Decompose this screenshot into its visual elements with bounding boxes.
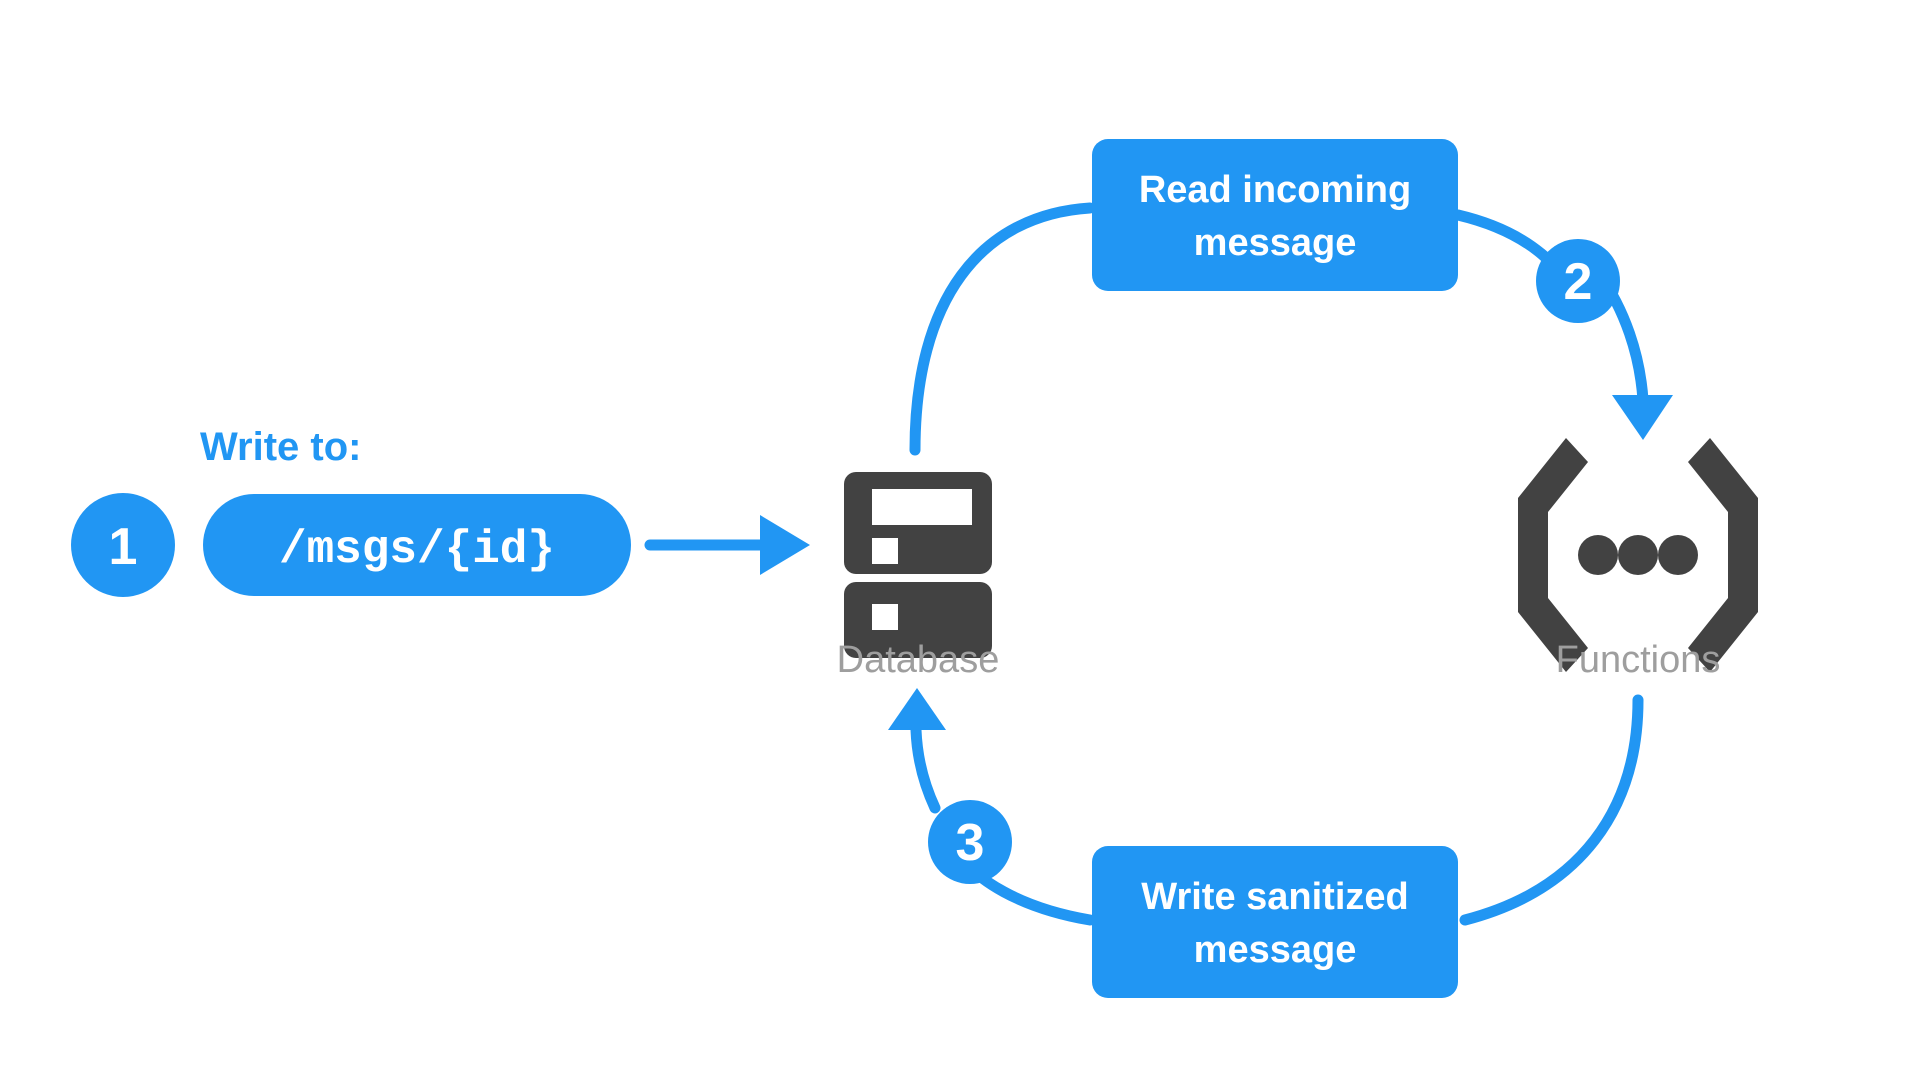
step-badge-3[interactable]: 3 [928, 800, 1012, 884]
badge-number: 3 [956, 814, 985, 872]
database-icon [844, 472, 992, 658]
box-label-line-1: Read incoming [1139, 169, 1411, 211]
pill-path-text: /msgs/{id} [279, 524, 555, 576]
database-upper-bar [872, 489, 972, 525]
badge-number: 1 [109, 518, 138, 576]
functions-brackets-icon [1518, 438, 1758, 672]
write-to-label: Write to: [200, 425, 361, 469]
step-badge-1[interactable]: 1 [71, 493, 175, 597]
arrow-functions-to-write-box [1459, 694, 1644, 926]
box-background [1092, 139, 1458, 291]
database-caption: Database [837, 639, 1000, 681]
arrow-write-box-to-database [888, 688, 1096, 926]
database-upper-led [872, 538, 898, 564]
node-functions[interactable]: Functions [1518, 438, 1758, 681]
step-badge-2[interactable]: 2 [1536, 239, 1620, 323]
arrow-path-to-database [644, 515, 810, 575]
dot-3 [1658, 535, 1698, 575]
path-pill[interactable]: /msgs/{id} [203, 494, 631, 596]
badge-circle [928, 800, 1012, 884]
arrow-head [760, 515, 810, 575]
box-write-sanitized-message[interactable]: Write sanitized message [1092, 846, 1458, 998]
right-bracket [1688, 438, 1758, 672]
box-background [1092, 846, 1458, 998]
functions-caption: Functions [1556, 639, 1721, 681]
database-lower-led [872, 604, 898, 630]
dot-2 [1618, 535, 1658, 575]
pill-background [203, 494, 631, 596]
database-lower-unit [844, 582, 992, 658]
node-database[interactable]: Database [837, 472, 1000, 681]
badge-number: 2 [1564, 253, 1593, 311]
box-label-line-2: message [1194, 222, 1357, 264]
arrow-database-to-read-box [909, 202, 1096, 456]
arrow-head [1612, 395, 1673, 440]
dot-1 [1578, 535, 1618, 575]
arrow-head [888, 688, 946, 730]
badge-circle [71, 493, 175, 597]
box-label-line-2: message [1194, 929, 1357, 971]
box-label-line-1: Write sanitized [1141, 876, 1408, 918]
badge-circle [1536, 239, 1620, 323]
box-read-incoming-message[interactable]: Read incoming message [1092, 139, 1458, 291]
left-bracket [1518, 438, 1588, 672]
arrow-shaft-upper [910, 724, 941, 814]
